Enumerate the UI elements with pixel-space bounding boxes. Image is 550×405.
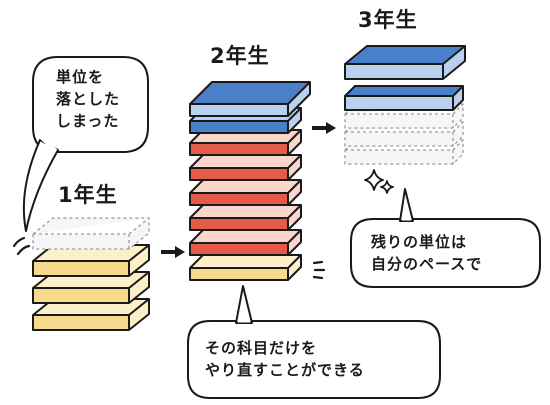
year2-stack — [189, 81, 311, 281]
bubble-retake-line-1: その科目だけを — [205, 339, 318, 357]
arrow-right-icon — [312, 122, 336, 134]
bubble-dropped-line-2: 落とした — [56, 90, 121, 108]
motion-lines-icon — [312, 260, 326, 280]
motion-lines-icon — [12, 236, 31, 256]
label-year2: 2年生 — [210, 44, 270, 68]
year3-stack — [344, 45, 466, 165]
label-year3: 3年生 — [358, 8, 418, 32]
dropped-credit-ghost — [32, 217, 150, 250]
speech-bubble-own-pace — [350, 188, 541, 288]
bubble-dropped-text: 単位を 落とした しまった — [56, 66, 120, 132]
bubble-own-pace-text: 残りの単位は 自分のペースで — [371, 231, 482, 275]
year1-stack — [32, 217, 150, 331]
bubble-dropped-line-3: しまった — [56, 112, 120, 130]
arrow-right-icon — [161, 246, 185, 258]
bubble-own-pace-line-2: 自分のペースで — [371, 255, 483, 273]
bubble-own-pace-line-1: 残りの単位は — [371, 233, 468, 251]
speech-bubble-dropped — [22, 56, 149, 232]
bubble-dropped-line-1: 単位を — [56, 68, 105, 86]
speech-bubble-retake — [187, 285, 441, 399]
bubble-retake-text: その科目だけを やり直すことができる — [205, 337, 365, 381]
sparkle-icon — [364, 169, 394, 194]
bubble-retake-line-2: やり直すことができる — [205, 361, 365, 379]
label-year1: 1年生 — [58, 183, 118, 207]
